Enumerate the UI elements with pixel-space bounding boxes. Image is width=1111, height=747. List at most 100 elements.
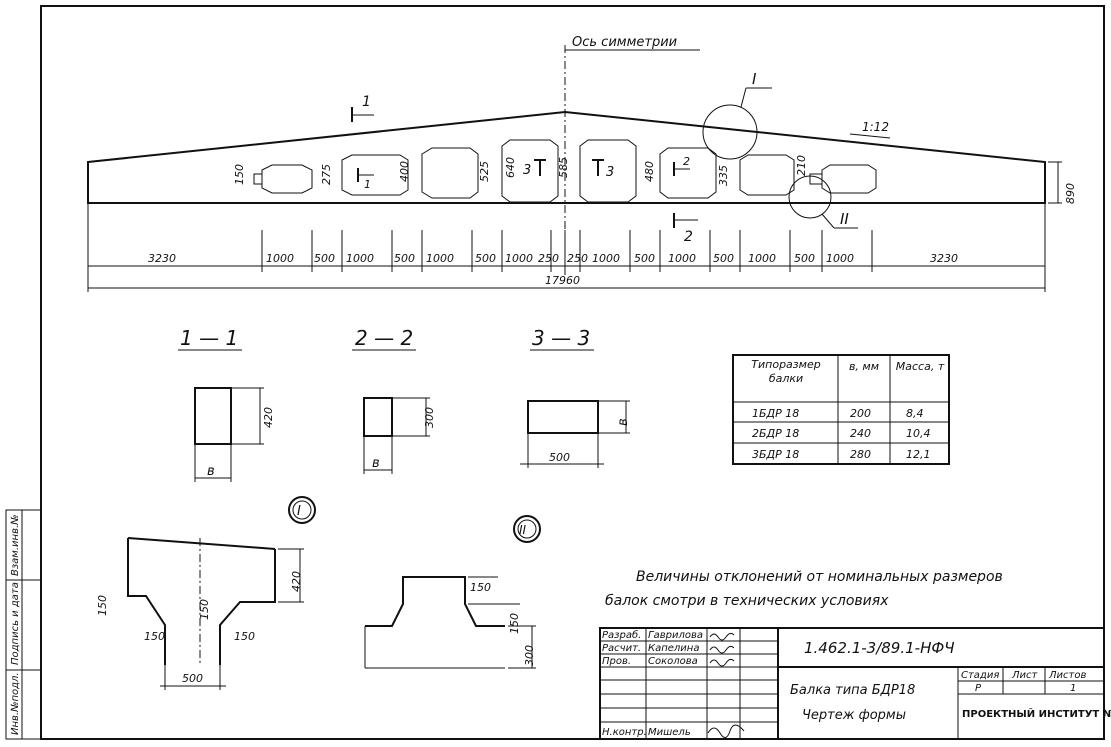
section-3-title: 3 — 3 bbox=[532, 326, 590, 350]
detail-1-mark: I bbox=[297, 504, 301, 519]
dim-label: 250 bbox=[567, 252, 588, 265]
table-cell: 200 bbox=[850, 407, 871, 420]
stamp-sign-label: Подпись и дата bbox=[10, 582, 21, 665]
opening-label-3b: 3 bbox=[606, 165, 614, 180]
doc-code: 1.462.1-3/89.1-НФЧ bbox=[804, 639, 955, 657]
stage-label: Стадия bbox=[961, 670, 999, 681]
stamp-replace-label: Взам.инв.№ bbox=[10, 514, 21, 576]
dim-label: 500 bbox=[634, 252, 655, 265]
callout-1-label: I bbox=[752, 70, 757, 88]
role-name: Соколова bbox=[648, 656, 698, 667]
beam-outline bbox=[87, 110, 1046, 204]
detail-1-marker bbox=[288, 496, 316, 524]
opening bbox=[501, 139, 559, 203]
dim-label: 1000 bbox=[426, 252, 454, 265]
sheet-frame bbox=[40, 5, 1105, 740]
dim-label: 500 bbox=[713, 252, 734, 265]
table-cell: 3БДР 18 bbox=[752, 448, 799, 461]
dim-label: 500 bbox=[475, 252, 496, 265]
opening-label-3a: 3 bbox=[523, 163, 531, 178]
opening bbox=[659, 147, 717, 199]
table-cell: 12,1 bbox=[906, 448, 931, 461]
beam-table: Типоразмер балки в, мм Масса, т 1БДР 18 … bbox=[732, 354, 950, 465]
section-1-width: в bbox=[207, 464, 215, 479]
detail-2-dim: 300 bbox=[523, 645, 536, 666]
table-header-width: в, мм bbox=[848, 360, 880, 373]
role-name: Мишель bbox=[648, 727, 691, 738]
doc-title-line-1: Балка типа БДР18 bbox=[790, 683, 915, 698]
section-2-width: в bbox=[372, 456, 380, 471]
section-2-2: 2 — 2 300 в bbox=[352, 326, 436, 474]
opening bbox=[421, 147, 479, 199]
detail-2-dim: 150 bbox=[470, 581, 491, 594]
role-label: Расчит. bbox=[602, 643, 641, 654]
dim-label: 250 bbox=[538, 252, 559, 265]
dim-label: 1000 bbox=[266, 252, 294, 265]
role-label: Н.контр. bbox=[602, 727, 647, 738]
opening bbox=[341, 154, 409, 196]
height-dim: 335 bbox=[717, 165, 730, 186]
note-line-2: балок смотри в технических условиях bbox=[605, 593, 889, 609]
opening bbox=[579, 139, 637, 203]
dim-label: 500 bbox=[314, 252, 335, 265]
section-1-1: 1 — 1 420 в bbox=[178, 326, 275, 482]
table-header-type: Типоразмер балки bbox=[751, 358, 821, 385]
role-label: Пров. bbox=[602, 656, 631, 667]
dim-label: 1000 bbox=[592, 252, 620, 265]
table-cell: 280 bbox=[850, 448, 871, 461]
dim-label: 3230 bbox=[148, 252, 176, 265]
section-3-3: 3 — 3 в 500 bbox=[520, 326, 631, 468]
doc-title-line-2: Чертеж формы bbox=[802, 708, 906, 723]
slope-leader bbox=[849, 133, 891, 139]
table-header-mass: Масса, т bbox=[895, 360, 945, 373]
height-dim: 275 bbox=[320, 164, 333, 185]
detail-1-dim: 150 bbox=[198, 599, 211, 620]
detail-1: I 420 150 150 150 150 500 bbox=[96, 496, 316, 690]
dim-label: 1000 bbox=[668, 252, 696, 265]
stamp-inv-label: Инв.№подл. bbox=[10, 672, 21, 735]
detail-1-dim: 150 bbox=[234, 630, 255, 643]
table-cell: 1БДР 18 bbox=[752, 407, 799, 420]
section-3-height: в bbox=[616, 418, 631, 426]
opening-label-2: 2 bbox=[683, 155, 690, 168]
dim-label: 1000 bbox=[748, 252, 776, 265]
callout-2-label: II bbox=[840, 210, 849, 228]
signature bbox=[709, 632, 735, 641]
signature bbox=[709, 645, 735, 654]
height-dim: 480 bbox=[643, 161, 656, 182]
sheet-label: Лист bbox=[1011, 670, 1039, 681]
dim-label: 500 bbox=[394, 252, 415, 265]
note-line-1: Величины отклонений от номинальных разме… bbox=[636, 569, 1003, 585]
opening bbox=[739, 154, 795, 196]
height-dim: 525 bbox=[478, 161, 491, 182]
height-dim: 150 bbox=[233, 164, 246, 185]
detail-1-dim: 150 bbox=[96, 595, 109, 616]
stage-value: Р bbox=[975, 683, 982, 694]
section-3-width: 500 bbox=[549, 451, 570, 464]
height-dim: 400 bbox=[398, 161, 411, 182]
detail-2: II 150 150 300 bbox=[364, 515, 541, 669]
table-cell: 2БДР 18 bbox=[752, 427, 799, 440]
section-2-title: 2 — 2 bbox=[355, 326, 413, 350]
detail-1-dim: 150 bbox=[144, 630, 165, 643]
callout-circle-2 bbox=[788, 175, 832, 219]
section-mark-1-label: 1 bbox=[362, 94, 371, 110]
signature bbox=[707, 724, 745, 738]
role-label: Разраб. bbox=[602, 629, 641, 641]
signature bbox=[709, 658, 735, 667]
callout-circle-1 bbox=[702, 104, 758, 160]
opening bbox=[261, 164, 313, 194]
slope-label: 1:12 bbox=[862, 120, 889, 134]
height-dim: 585 bbox=[557, 157, 570, 178]
section-1-title: 1 — 1 bbox=[180, 326, 238, 350]
dim-label: 500 bbox=[794, 252, 815, 265]
organization: ПРОЕКТНЫЙ ИНСТИТУТ №1 bbox=[962, 707, 1111, 720]
beam-height-dim: 890 bbox=[1064, 183, 1077, 204]
opening bbox=[821, 164, 877, 194]
side-stamp: Инв.№подл. Подпись и дата Взам.инв.№ bbox=[5, 509, 42, 740]
detail-2-dim: 150 bbox=[508, 613, 521, 634]
symmetry-axis-label: Ось симметрии bbox=[572, 35, 677, 50]
title-block: Разраб. Гаврилова Расчит. Капелина Пров.… bbox=[599, 627, 1111, 740]
detail-2-marker bbox=[513, 515, 541, 543]
